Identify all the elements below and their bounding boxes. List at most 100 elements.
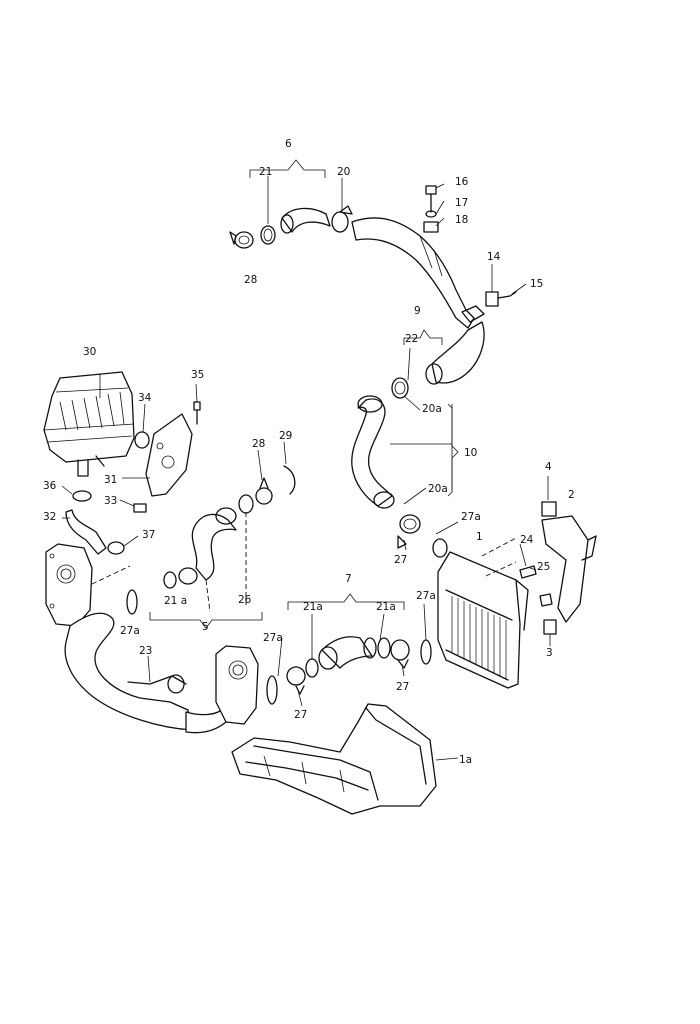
- hose-clamp-27-right: [390, 639, 410, 661]
- callout-labels: 6 21 20 28 16 17 18 14 15 9 22 20a 10 20…: [43, 138, 575, 766]
- callout-20a-lower: 20a: [428, 483, 448, 495]
- middle-hose-assembly: [351, 321, 485, 549]
- callout-31: 31: [104, 474, 117, 486]
- callout-27-bottom: 27: [294, 709, 307, 721]
- callout-18: 18: [455, 214, 468, 226]
- callout-6: 6: [285, 138, 292, 150]
- callout-27-right: 27: [396, 681, 409, 693]
- sealing-ring-21a-left: [163, 571, 177, 589]
- pressure-sensor-14: [485, 291, 499, 307]
- callout-21-top: 21: [259, 166, 272, 178]
- intercooler-fins: [451, 596, 507, 679]
- callout-28-top: 28: [244, 274, 257, 286]
- callout-1: 1: [476, 531, 483, 543]
- sealing-ring-21a-mid1: [305, 658, 319, 678]
- intercooler-inlet: [432, 538, 448, 558]
- hose-clamp-27-bottom: [286, 666, 306, 686]
- bolt-35: [193, 401, 201, 425]
- callout-22: 22: [405, 333, 418, 345]
- resonator-assembly: [43, 371, 201, 555]
- callout-27a-mid: 27a: [263, 632, 283, 644]
- bolt-24: [519, 565, 537, 579]
- intercooler-core: [437, 551, 521, 689]
- nut-33: [133, 503, 147, 513]
- group-bracket-22: [403, 329, 443, 345]
- callout-27a-right: 27a: [416, 590, 436, 602]
- clamp-37: [107, 541, 125, 555]
- upper-pressure-pipe-9: [351, 217, 475, 329]
- seal-29: [283, 465, 296, 495]
- callout-37: 37: [142, 529, 155, 541]
- bolt-16: [425, 185, 437, 213]
- clip-25: [539, 593, 553, 607]
- lower-pipe-assembly: [45, 543, 278, 734]
- seal-27a-right: [420, 639, 432, 665]
- grommet-34: [134, 431, 150, 449]
- group-bracket-10: [447, 403, 459, 497]
- callout-17: 17: [455, 197, 468, 209]
- sealing-ring-20a-upper: [391, 377, 409, 399]
- callout-28-mid: 28: [252, 438, 265, 450]
- callout-3: 3: [546, 647, 553, 659]
- grommet-3: [543, 619, 557, 635]
- sealing-ring-21: [260, 225, 276, 245]
- nut-18: [423, 221, 439, 233]
- callout-14: 14: [487, 251, 501, 263]
- seal-27a-mid: [266, 675, 278, 705]
- pressure-pipe-23: [64, 612, 193, 731]
- callout-34: 34: [138, 392, 152, 404]
- intercooler-hose-10: [351, 398, 393, 507]
- callout-27-mid: 27: [394, 554, 407, 566]
- callout-30: 30: [83, 346, 96, 358]
- bend-pipe-22: [431, 321, 485, 384]
- callout-27a-upper: 27a: [461, 511, 481, 523]
- hose-clamp-left: [178, 567, 198, 585]
- connecting-pipe: [185, 707, 227, 734]
- sealing-ring-21a-mid2: [363, 637, 377, 659]
- elbow-hose-21: [281, 207, 331, 233]
- hose-clamp-20: [331, 211, 349, 233]
- callout-1a: 1a: [459, 754, 472, 766]
- group-bracket-7: [287, 593, 405, 610]
- elbow-hose-5: [191, 513, 237, 581]
- resonator-30: [43, 371, 135, 463]
- callout-2: 2: [568, 489, 575, 501]
- callout-35: 35: [191, 369, 204, 381]
- clamp-36: [72, 490, 92, 502]
- hose-clamp-28: [234, 231, 254, 249]
- sealing-ring-20a-lower: [399, 514, 421, 534]
- callout-33: 33: [104, 495, 117, 507]
- flange-plate-left: [45, 543, 93, 627]
- callout-36: 36: [43, 480, 57, 492]
- callout-5: 5: [202, 621, 209, 633]
- callout-23: 23: [139, 645, 152, 657]
- air-duct-1a: [231, 703, 437, 815]
- hose-assembly-5: [149, 465, 296, 629]
- group-bracket-6: [249, 159, 326, 178]
- callout-32: 32: [43, 511, 56, 523]
- callout-26: 26: [238, 594, 252, 606]
- upper-hose-assembly: [229, 159, 517, 329]
- hose-32: [65, 509, 107, 555]
- leader-lines: [61, 176, 551, 761]
- callout-20-top: 20: [337, 166, 350, 178]
- connection-hose-7: [321, 636, 373, 669]
- bracket-2: [541, 515, 589, 623]
- intercooler-1: [432, 501, 597, 689]
- callout-21a-left: 21 a: [164, 595, 187, 607]
- bracket-31: [145, 413, 193, 497]
- callout-21a-mid1: 21a: [303, 601, 323, 613]
- callout-4: 4: [545, 461, 552, 473]
- grommet-4: [541, 501, 557, 517]
- callout-7: 7: [345, 573, 352, 585]
- callout-20a-upper: 20a: [422, 403, 442, 415]
- seal-27a-left: [126, 589, 138, 615]
- sealing-ring-26: [238, 494, 254, 514]
- callout-10: 10: [464, 447, 477, 459]
- callout-16: 16: [455, 176, 469, 188]
- hose-clamp-28-mid: [255, 487, 273, 505]
- callout-29: 29: [279, 430, 292, 442]
- callout-24: 24: [520, 534, 534, 546]
- flange-plate-middle: [215, 645, 259, 725]
